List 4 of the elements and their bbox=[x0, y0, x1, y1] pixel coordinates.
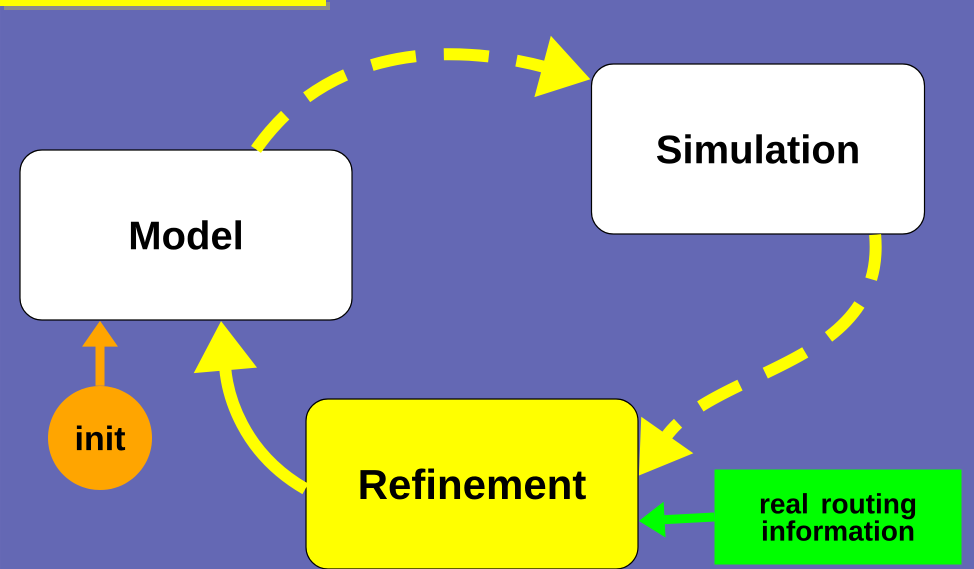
process-box: Simulation bbox=[590, 63, 926, 235]
process-box: Refinement bbox=[305, 398, 639, 569]
process-box: Model bbox=[19, 149, 353, 321]
input-label: real routing information bbox=[714, 469, 962, 564]
